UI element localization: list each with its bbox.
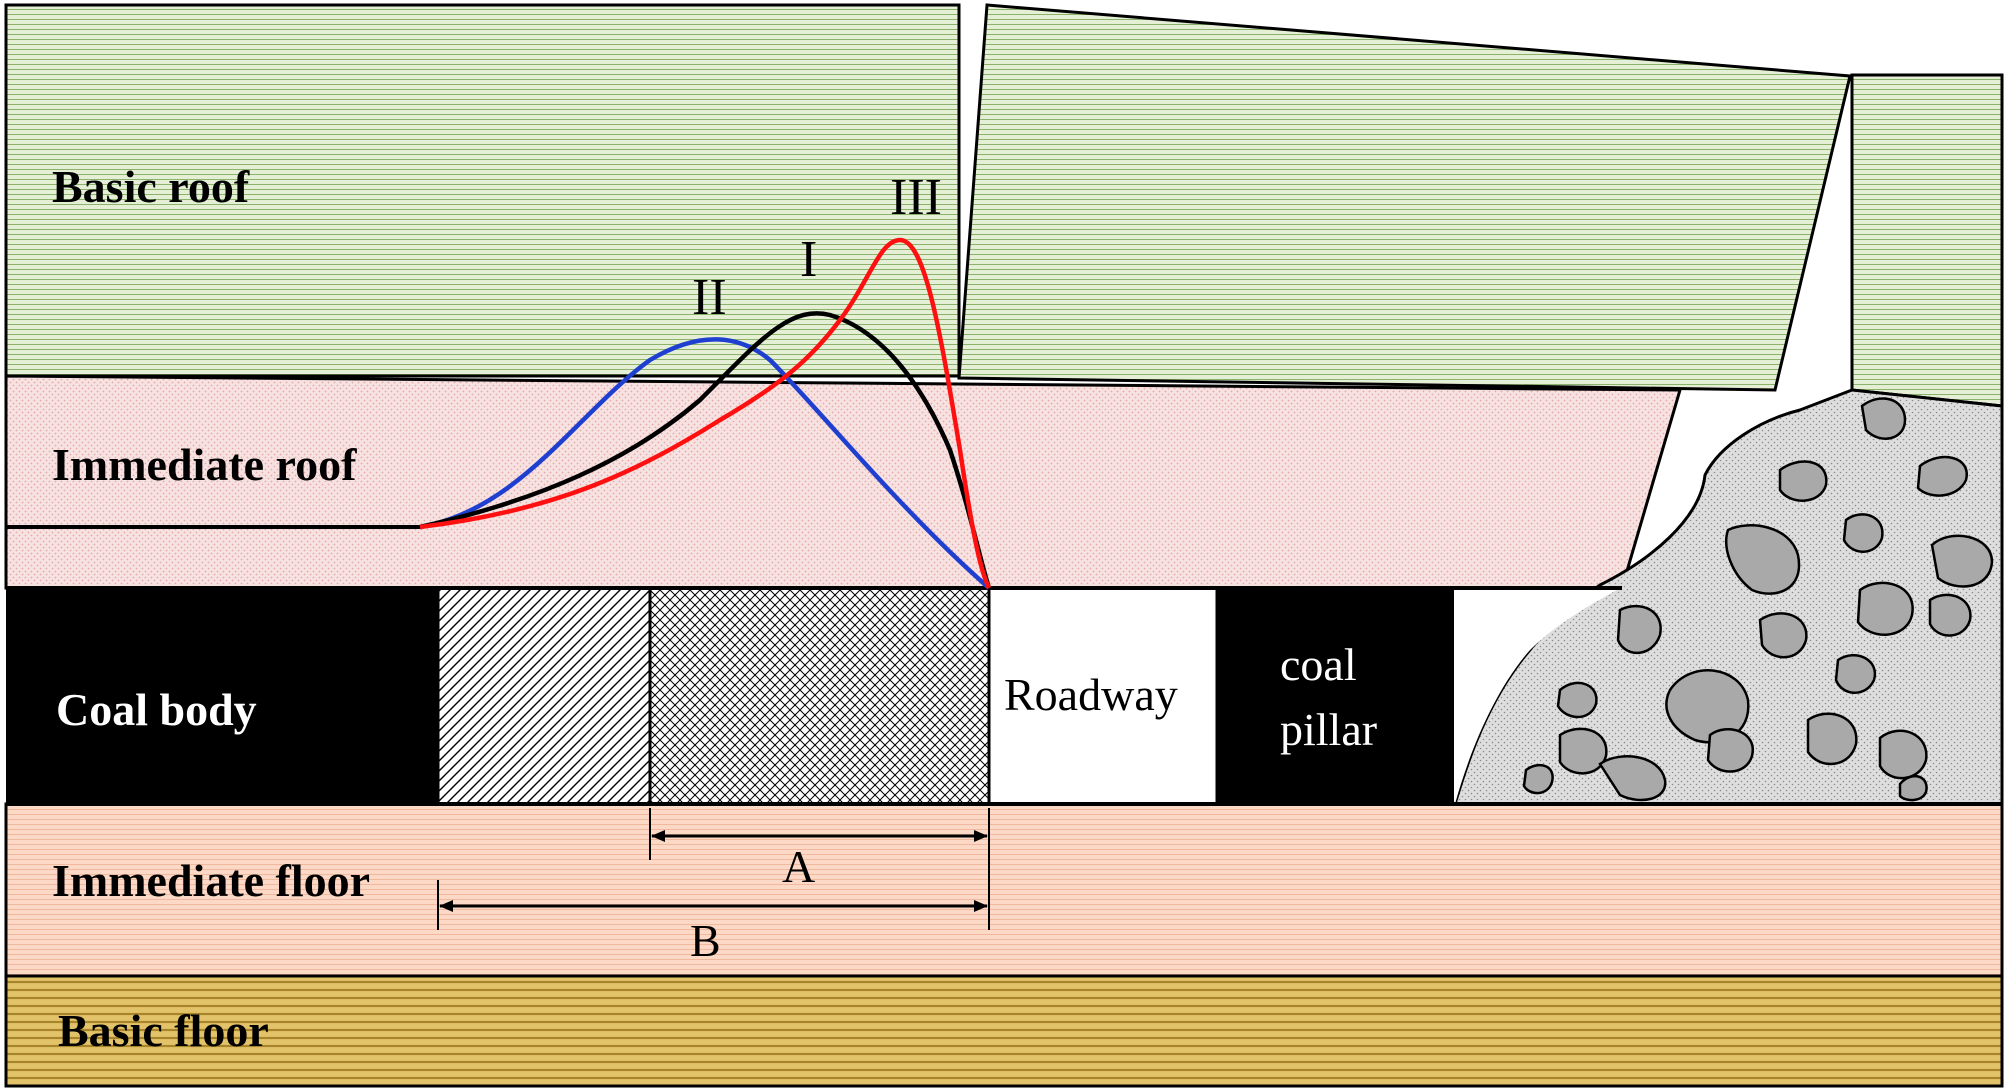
label-coal-pillar-line2: pillar	[1280, 704, 1377, 755]
label-coal-body: Coal body	[56, 684, 257, 735]
label-immediate-roof: Immediate roof	[52, 439, 357, 490]
basic-floor-layer	[4, 974, 2004, 1088]
label-basic-roof: Basic roof	[52, 161, 250, 212]
label-curve-III: III	[890, 169, 942, 226]
immediate-floor-layer	[4, 802, 2004, 978]
caved-rock-fragments	[1522, 397, 1994, 802]
label-dimension-b: B	[690, 915, 721, 966]
gob-void-white	[1454, 588, 1620, 804]
coal-body	[6, 588, 438, 804]
label-dimension-a: A	[782, 841, 815, 892]
label-roadway: Roadway	[1004, 669, 1178, 720]
crushed-zone-diagonal-hatch	[436, 586, 652, 806]
roadway	[987, 586, 1219, 806]
stress-curve-II	[419, 337, 991, 590]
stress-curve-I	[419, 311, 992, 589]
label-curve-I: I	[800, 231, 817, 288]
label-curve-II: II	[692, 269, 727, 326]
label-coal-pillar-line1: coal	[1280, 639, 1357, 690]
stress-curve-III	[419, 237, 992, 590]
plastic-zone-cross-hatch	[648, 586, 991, 806]
label-immediate-floor: Immediate floor	[52, 855, 370, 906]
basic-roof-right-block	[1850, 73, 2004, 408]
dimension-b	[437, 880, 988, 930]
label-basic-floor: Basic floor	[58, 1005, 269, 1056]
basic-roof-rotated-block	[957, 3, 1852, 392]
coal-pillar	[1217, 588, 1454, 804]
dimension-a	[649, 808, 990, 930]
